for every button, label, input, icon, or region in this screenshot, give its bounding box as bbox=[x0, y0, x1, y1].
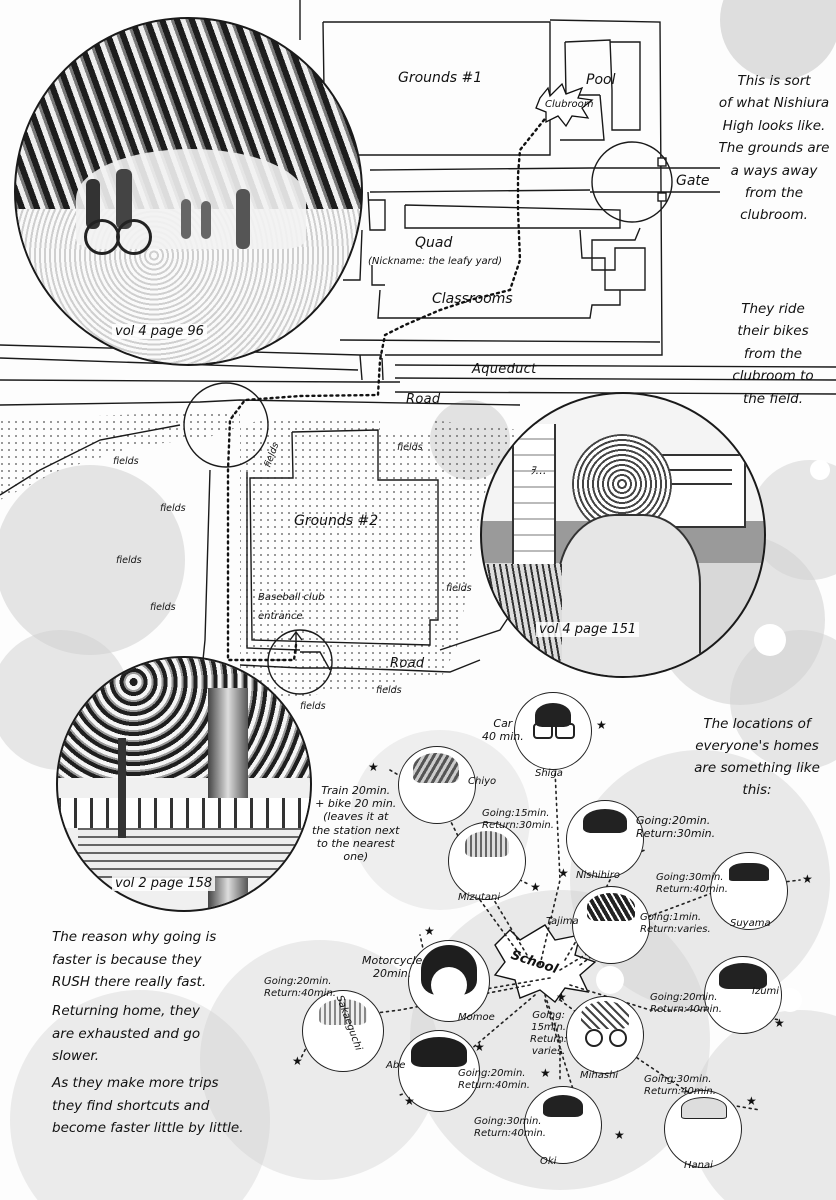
fields-label: fields bbox=[160, 503, 186, 514]
hanai-portrait bbox=[664, 1090, 742, 1168]
pool-label: Pool bbox=[586, 72, 616, 88]
star-icon: ★ bbox=[802, 872, 813, 886]
homes-note: The locations of everyone's homes are so… bbox=[694, 716, 820, 798]
izumi-name: Izumi bbox=[752, 986, 780, 997]
star-icon: ★ bbox=[404, 1094, 415, 1108]
photo-caption-vol4-p151: vol 4 page 151 bbox=[536, 622, 640, 637]
chiyo-travel: Train 20min. + bike 20 min. (leaves it a… bbox=[312, 784, 400, 863]
returning-note: Returning home, they are exhausted and g… bbox=[52, 1003, 201, 1065]
road-upper-label: Road bbox=[406, 392, 441, 407]
nishihiro-name: Nishihiro bbox=[576, 870, 620, 881]
hanai-travel: Going:30min. Return:40min. bbox=[644, 1074, 716, 1097]
photo-circle-vol4-p151 bbox=[480, 392, 766, 678]
mizutani-travel: Going:15min. Return:30min. bbox=[482, 808, 554, 831]
mihashi-name: Mihashi bbox=[580, 1070, 619, 1081]
sakaeguchi-travel: Going:20min. Return:40min. bbox=[264, 976, 336, 999]
tajima-portrait bbox=[572, 886, 650, 964]
abe-travel: Going:20min. Return:40min. bbox=[458, 1068, 530, 1091]
fields-label: fields bbox=[300, 701, 326, 712]
fields-label: fields bbox=[113, 456, 139, 467]
sakaeguchi-portrait bbox=[302, 990, 384, 1072]
grounds-1-label: Grounds #1 bbox=[398, 70, 483, 86]
photo-circle-vol4-p96 bbox=[14, 17, 363, 366]
photo-caption-vol4-p96: vol 4 page 96 bbox=[112, 324, 207, 339]
star-icon: ★ bbox=[368, 760, 379, 774]
mihashi-travel: Going: 15min. Return: varies. bbox=[530, 1010, 568, 1057]
sfx-text: ｦ… bbox=[530, 464, 547, 477]
trips-note: As they make more trips they find shortc… bbox=[52, 1075, 244, 1137]
star-icon: ★ bbox=[424, 924, 435, 938]
shiga-portrait bbox=[514, 692, 592, 770]
gate-label: Gate bbox=[676, 173, 710, 189]
momoe-portrait bbox=[408, 940, 490, 1022]
momoe-travel: Motorcycle 20min. bbox=[362, 954, 423, 981]
bikes-note: They ride their bikes from the clubroom … bbox=[732, 301, 814, 407]
classrooms-label: Classrooms bbox=[432, 291, 513, 307]
star-icon: ★ bbox=[746, 1094, 757, 1108]
star-icon: ★ bbox=[556, 990, 567, 1004]
aqueduct-label: Aqueduct bbox=[472, 362, 537, 377]
suyama-portrait bbox=[710, 852, 788, 930]
chiyo-portrait bbox=[398, 746, 476, 824]
izumi-travel: Going:20min. Return:40min. bbox=[650, 992, 722, 1015]
bike-route bbox=[226, 113, 550, 662]
star-icon: ★ bbox=[614, 1128, 625, 1142]
suyama-name: Suyama bbox=[730, 918, 771, 929]
oki-name: Oki bbox=[540, 1156, 557, 1167]
star-icon: ★ bbox=[596, 718, 607, 732]
mizutani-name: Mizutani bbox=[458, 892, 501, 903]
star-icon: ★ bbox=[774, 1016, 785, 1030]
nishihiro-travel: Going:20min. Return:30min. bbox=[636, 814, 716, 841]
tajima-name: Tajima bbox=[546, 916, 579, 927]
star-icon: ★ bbox=[474, 1040, 485, 1054]
photo-caption-vol2-p158: vol 2 page 158 bbox=[112, 876, 216, 891]
reason-note: The reason why going is faster is becaus… bbox=[52, 929, 217, 991]
abe-portrait bbox=[398, 1030, 480, 1112]
suyama-travel: Going:30min. Return:40min. bbox=[656, 872, 728, 895]
quad-label: Quad bbox=[415, 235, 453, 251]
star-icon: ★ bbox=[530, 880, 541, 894]
quad-nickname-label: (Nickname: the leafy yard) bbox=[368, 256, 503, 267]
tajima-travel: Going:1min. Return:varies. bbox=[640, 912, 711, 935]
nishihiro-portrait bbox=[566, 800, 644, 878]
hanai-name: Hanai bbox=[684, 1160, 713, 1171]
baseball-entrance-label: Baseball club entrance bbox=[258, 592, 325, 622]
fields-label: fields bbox=[150, 602, 176, 613]
star-icon: ★ bbox=[540, 1066, 551, 1080]
road-lower-label: Road bbox=[390, 656, 425, 671]
photo-circle-vol2-p158 bbox=[56, 656, 312, 912]
fields-area bbox=[0, 410, 520, 700]
star-icon: ★ bbox=[292, 1054, 303, 1068]
clubroom-burst bbox=[535, 82, 594, 128]
mihashi-portrait bbox=[566, 996, 644, 1074]
chiyo-name: Chiyo bbox=[468, 776, 497, 787]
star-icon: ★ bbox=[558, 866, 569, 880]
mizutani-portrait bbox=[448, 822, 526, 900]
fields-label: fields bbox=[446, 583, 472, 594]
fields-label: fields bbox=[397, 442, 423, 453]
intro-note: This is sort of what Nishiura High looks… bbox=[718, 73, 830, 224]
abe-name: Abe bbox=[386, 1060, 406, 1071]
oki-travel: Going:30min. Return:40min. bbox=[474, 1116, 546, 1139]
grounds-2-label: Grounds #2 bbox=[294, 513, 379, 529]
momoe-name: Momoe bbox=[458, 1012, 495, 1023]
clubroom-label: Clubroom bbox=[545, 99, 594, 110]
fields-label: fields bbox=[116, 555, 142, 566]
fields-label: fields bbox=[376, 685, 402, 696]
shiga-travel: Car 40 min. bbox=[482, 717, 524, 744]
shiga-name: Shiga bbox=[535, 768, 563, 779]
oki-portrait bbox=[524, 1086, 602, 1164]
izumi-portrait bbox=[704, 956, 782, 1034]
